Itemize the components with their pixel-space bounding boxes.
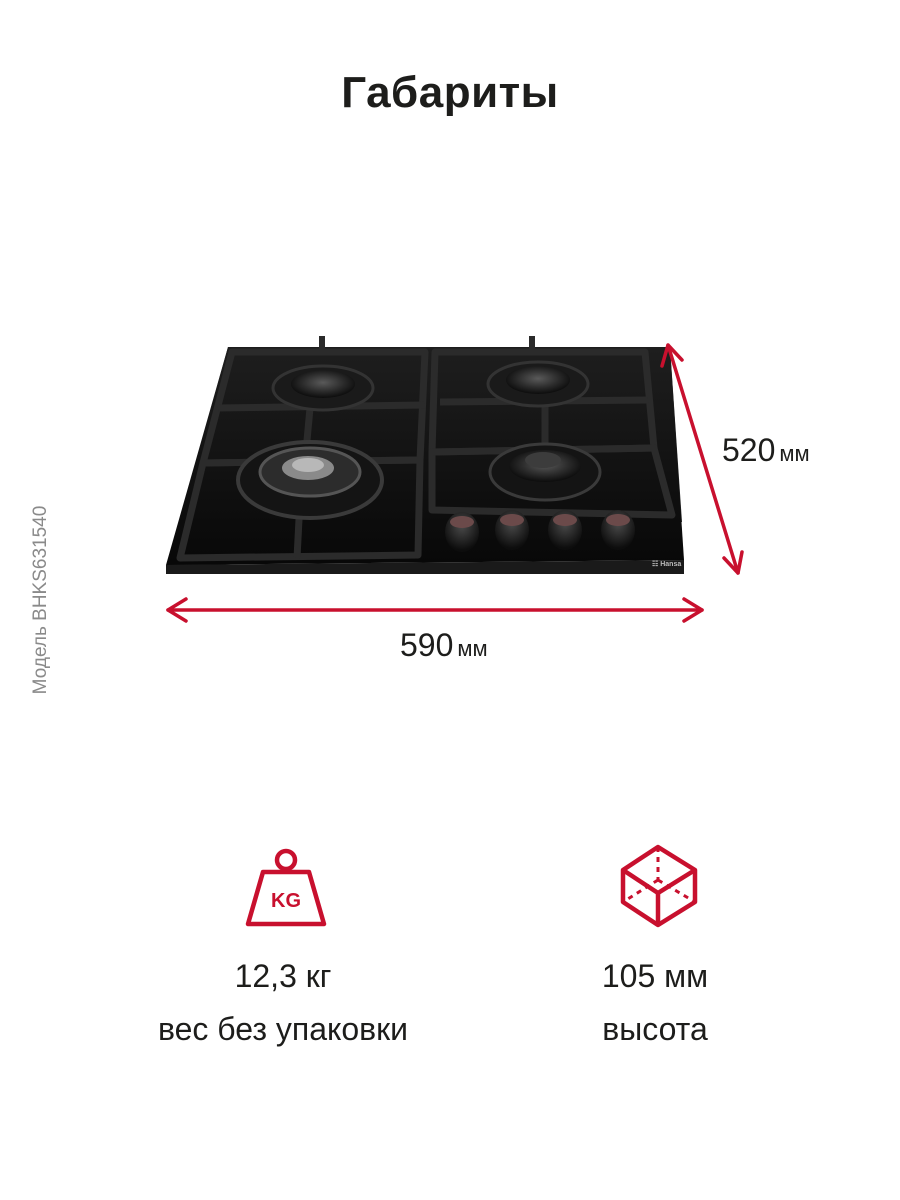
- depth-value: 520: [722, 432, 776, 468]
- depth-unit: мм: [779, 441, 810, 466]
- burner-back-right: [486, 360, 590, 408]
- width-arrow: [166, 597, 704, 623]
- width-unit: мм: [457, 636, 488, 661]
- burner-front-right: [488, 442, 602, 502]
- weight-icon-label: KG: [271, 890, 301, 912]
- burner-front-left-wok: [236, 440, 384, 520]
- control-knobs: [445, 510, 635, 552]
- width-value: 590: [400, 627, 454, 663]
- brand-logo: ☷ Hansa: [652, 561, 681, 568]
- weight-kg-icon: [245, 848, 327, 927]
- burner-back-left: [271, 364, 375, 412]
- height-label: высота: [602, 1011, 708, 1047]
- knob-3: [548, 510, 582, 550]
- knob-2: [495, 510, 529, 550]
- weight-label: вес без упаковки: [157, 1011, 409, 1047]
- page-title: Габариты: [341, 68, 559, 117]
- weight-value: 12,3 кг: [234, 958, 332, 994]
- height-value: 105 мм: [601, 958, 709, 994]
- box-3d-icon-hidden-edges: [622, 847, 696, 904]
- knob-4: [601, 510, 635, 550]
- knob-1: [445, 512, 479, 552]
- depth-arrow: [660, 343, 744, 575]
